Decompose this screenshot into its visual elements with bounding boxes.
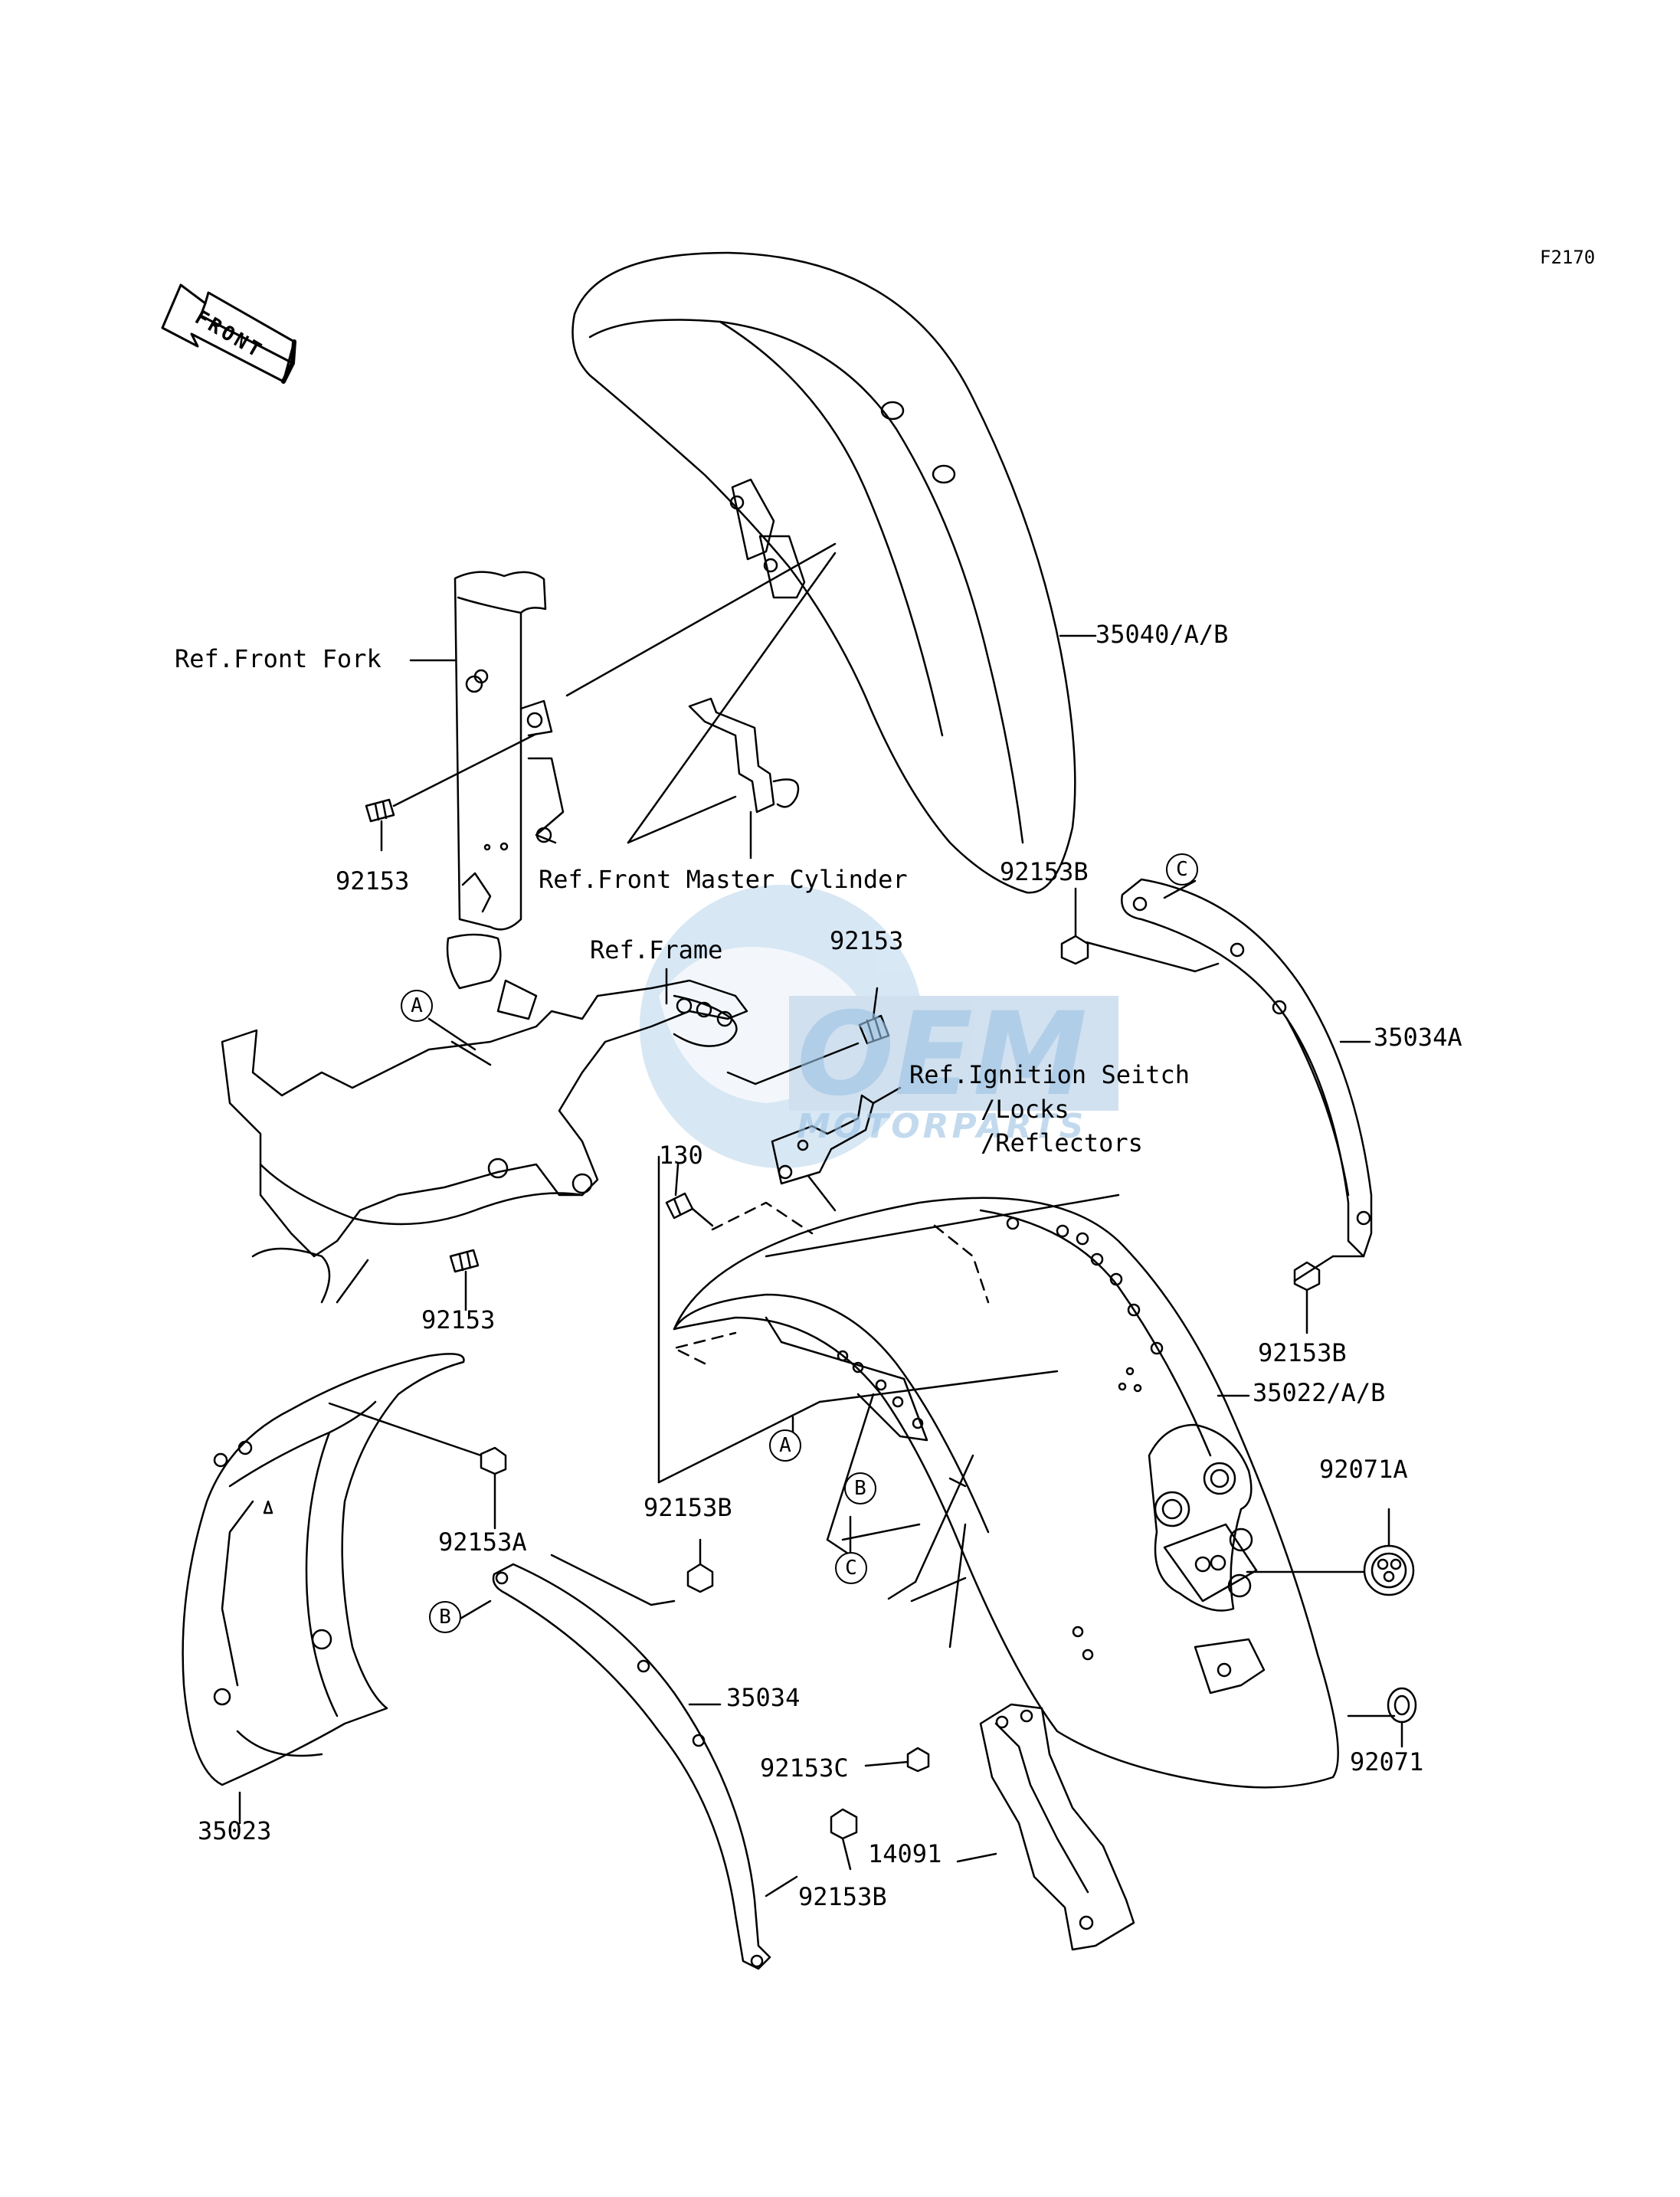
label-ref-frame: Ref.Frame <box>590 935 723 964</box>
label-92153b-right: 92153B <box>1258 1338 1347 1367</box>
bolt-icon <box>665 1163 714 1227</box>
label-ref-ignition-3: /Reflectors <box>981 1128 1143 1157</box>
front-fork <box>409 571 565 931</box>
label-92153-frame-lower: 92153 <box>421 1305 496 1334</box>
label-92153c: 92153C <box>760 1753 849 1783</box>
bolt-icon <box>830 1808 858 1871</box>
rear-inner-fender <box>182 1353 483 1825</box>
front-fender <box>571 251 1097 894</box>
nut-icon <box>864 1747 930 1773</box>
ignition-bracket <box>771 1086 902 1212</box>
watermark-logo <box>640 885 1118 1168</box>
label-35022ab: 35022/A/B <box>1253 1378 1386 1407</box>
master-cylinder-bracket <box>627 552 837 859</box>
marker-a-frame: A <box>401 990 433 1022</box>
marker-b-stay: B <box>429 1601 461 1633</box>
bolt-icon <box>858 987 890 1045</box>
label-35034a: 35034A <box>1374 1023 1462 1052</box>
label-35034: 35034 <box>726 1683 801 1712</box>
diagram-code: F2170 <box>1540 247 1596 268</box>
label-92153a: 92153A <box>438 1527 527 1557</box>
rear-fender <box>673 1197 1339 1789</box>
marker-b-fender: B <box>844 1472 876 1505</box>
label-14091: 14091 <box>868 1839 942 1868</box>
label-ref-master-cylinder: Ref.Front Master Cylinder <box>539 865 908 894</box>
grommet-92071 <box>1387 1687 1417 1748</box>
watermark-sub: MOTORPARTS <box>797 1107 1087 1146</box>
label-35023: 35023 <box>198 1816 272 1845</box>
label-92153-frame: 92153 <box>830 926 904 955</box>
front-arrow-icon <box>161 283 296 384</box>
fender-stay-right <box>1085 878 1373 1282</box>
bolt-icon <box>1293 1261 1321 1334</box>
label-ref-ignition-2: /Locks <box>981 1095 1069 1124</box>
guide-lines <box>673 1201 990 1365</box>
label-92153b-left: 92153B <box>644 1493 732 1522</box>
bolt-icon <box>686 1538 714 1593</box>
leader-line <box>657 1155 1396 1717</box>
label-92153b-top: 92153B <box>1000 857 1089 886</box>
bolt-icon <box>449 1249 480 1311</box>
fender-stay-left <box>454 1554 798 1970</box>
leader-line <box>726 1071 757 1085</box>
label-92071: 92071 <box>1350 1747 1424 1776</box>
label-ref-front-fork: Ref.Front Fork <box>175 644 382 673</box>
label-92153b-bottom: 92153B <box>798 1882 887 1911</box>
cover-14091 <box>956 1703 1135 1951</box>
label-130: 130 <box>659 1141 703 1170</box>
frame <box>221 933 748 1304</box>
leader-line <box>565 542 837 697</box>
label-92071a: 92071A <box>1319 1455 1408 1484</box>
label-ref-ignition-1: Ref.Ignition Seitch <box>909 1060 1190 1089</box>
marker-a-fender: A <box>769 1429 801 1462</box>
label-92153-fork: 92153 <box>336 866 410 895</box>
bolt-icon <box>1060 887 1089 965</box>
marker-c-fender: C <box>835 1552 867 1584</box>
bolt-icon <box>365 732 538 852</box>
grommet-92071a <box>1363 1508 1415 1596</box>
leader-line <box>754 1042 860 1085</box>
bolt-icon <box>480 1446 507 1530</box>
marker-c-stay: C <box>1166 853 1198 886</box>
watermark-brand: OEM <box>797 988 1088 1121</box>
label-35040ab: 35040/A/B <box>1095 620 1229 649</box>
